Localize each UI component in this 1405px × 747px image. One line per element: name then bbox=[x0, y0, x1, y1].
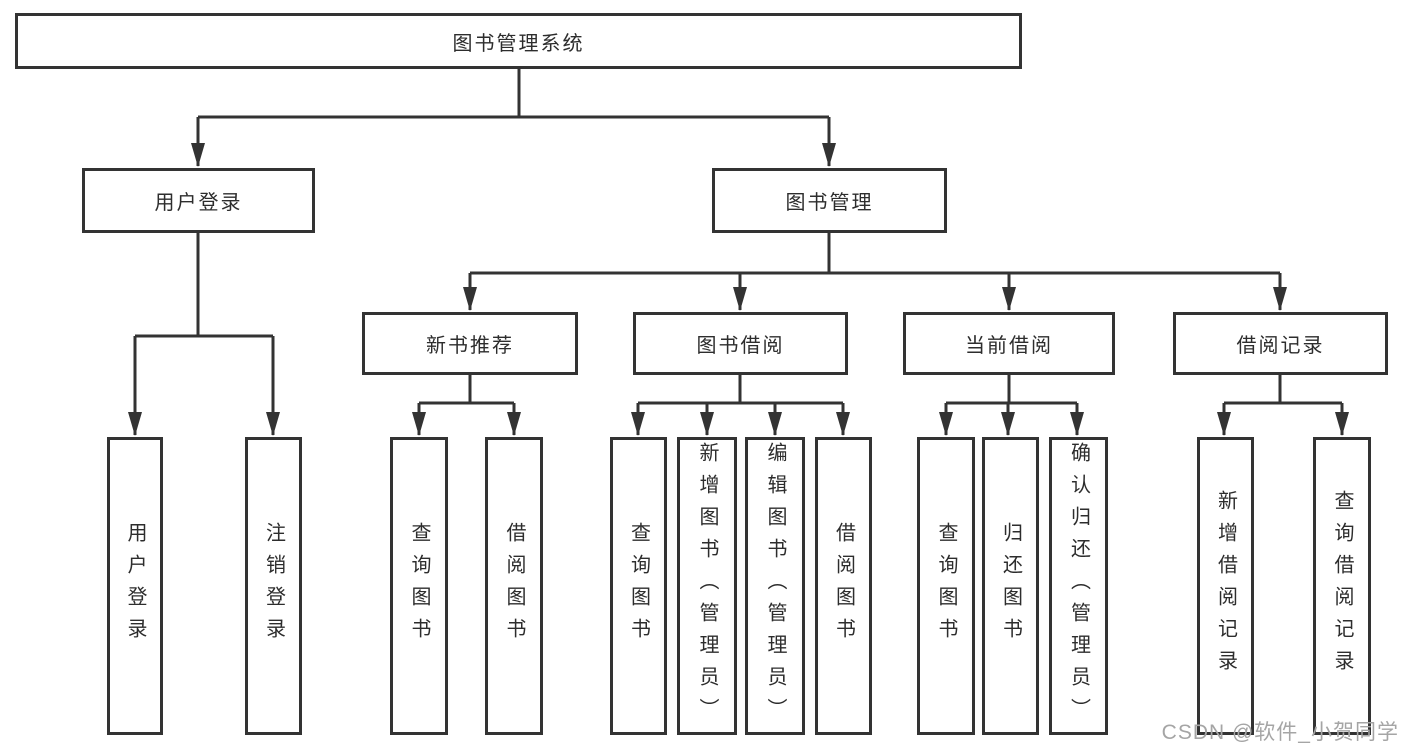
leaf-add-borrow-record-label: 新增借阅记录 bbox=[1214, 490, 1237, 682]
leaf-edit-book-admin-label: 编辑图书（管理员） bbox=[764, 442, 786, 730]
leaf-borrow-books-recommend: 借阅图书 bbox=[485, 437, 543, 735]
leaf-logout-label: 注销登录 bbox=[262, 522, 285, 650]
leaf-add-book-admin: 新增图书（管理员） bbox=[677, 437, 737, 735]
leaf-borrow-books-label: 借阅图书 bbox=[832, 522, 855, 650]
node-book-management: 图书管理 bbox=[712, 168, 947, 233]
leaf-borrow-books: 借阅图书 bbox=[815, 437, 872, 735]
node-user-login-label: 用户登录 bbox=[154, 192, 243, 214]
node-book-management-label: 图书管理 bbox=[785, 192, 874, 214]
node-current-borrowing-label: 当前借阅 bbox=[965, 335, 1053, 357]
node-user-login: 用户登录 bbox=[82, 168, 315, 233]
leaf-query-borrow-record: 查询借阅记录 bbox=[1313, 437, 1371, 735]
leaf-logout: 注销登录 bbox=[245, 437, 302, 735]
leaf-query-books-current-label: 查询图书 bbox=[935, 522, 957, 650]
node-current-borrowing: 当前借阅 bbox=[903, 312, 1115, 375]
node-book-borrowing: 图书借阅 bbox=[633, 312, 848, 375]
leaf-add-book-admin-label: 新增图书（管理员） bbox=[696, 442, 718, 730]
leaf-confirm-return-admin-label: 确认归还（管理员） bbox=[1067, 442, 1090, 730]
leaf-query-books-borrow-label: 查询图书 bbox=[627, 522, 650, 650]
leaf-query-books-borrow: 查询图书 bbox=[610, 437, 667, 735]
leaf-query-books-current: 查询图书 bbox=[917, 437, 975, 735]
leaf-return-books-label: 归还图书 bbox=[999, 522, 1022, 650]
leaf-query-books-recommend: 查询图书 bbox=[390, 437, 448, 735]
node-new-book-recommend-label: 新书推荐 bbox=[426, 335, 514, 357]
leaf-edit-book-admin: 编辑图书（管理员） bbox=[745, 437, 805, 735]
node-book-borrowing-label: 图书借阅 bbox=[696, 335, 785, 357]
node-new-book-recommend: 新书推荐 bbox=[362, 312, 578, 375]
leaf-return-books: 归还图书 bbox=[982, 437, 1039, 735]
leaf-user-login: 用户登录 bbox=[107, 437, 163, 735]
node-borrowing-records-label: 借阅记录 bbox=[1236, 335, 1325, 357]
watermark: CSDN @软件_小贺同学 bbox=[1161, 721, 1399, 744]
node-borrowing-records: 借阅记录 bbox=[1173, 312, 1388, 375]
node-root-label: 图书管理系统 bbox=[452, 32, 585, 55]
leaf-user-login-label: 用户登录 bbox=[124, 522, 146, 650]
node-root: 图书管理系统 bbox=[15, 13, 1022, 69]
leaf-query-borrow-record-label: 查询借阅记录 bbox=[1331, 490, 1353, 682]
leaf-add-borrow-record: 新增借阅记录 bbox=[1197, 437, 1254, 735]
leaf-confirm-return-admin: 确认归还（管理员） bbox=[1049, 437, 1108, 735]
leaf-query-books-recommend-label: 查询图书 bbox=[408, 522, 430, 650]
leaf-borrow-books-recommend-label: 借阅图书 bbox=[503, 522, 525, 650]
